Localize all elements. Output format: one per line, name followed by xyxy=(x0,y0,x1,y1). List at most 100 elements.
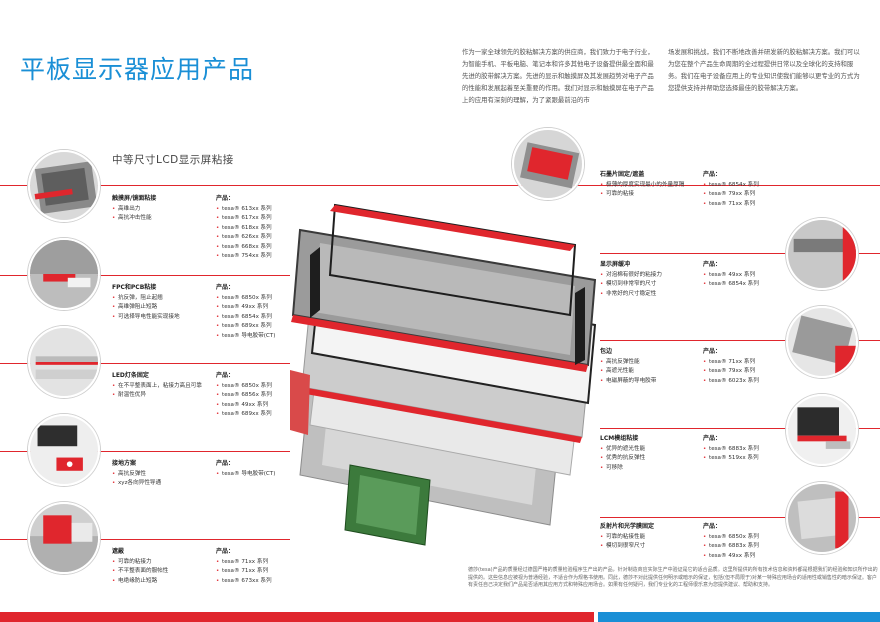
connector-line xyxy=(0,363,290,364)
fpc-pcb-features: FPC和PCB粘接 抗反弹，阻止起翘 高维弹阻止短路 可选择导电性能实现接地 xyxy=(112,283,207,322)
section-subtitle: 中等尺寸LCD显示屏粘接 xyxy=(112,154,234,166)
feature-item: 对泡棉有很好的粘接力 xyxy=(600,271,695,281)
led-strip-features: LED灯条固定 在不平整表面上，粘接力高且可靠 耐温性优异 xyxy=(112,371,207,401)
feature-item: 可选择导电性能实现接地 xyxy=(112,313,207,323)
product-item: tesa® 613xx 系列 xyxy=(216,205,296,215)
connector-line xyxy=(0,185,880,186)
feature-item: 电磁屏蔽的导电胶带 xyxy=(600,377,695,387)
feature-item: 抗反弹，阻止起翘 xyxy=(112,294,207,304)
disclaimer-footnote: 德莎(tesa)产品的质量经过德国严格的质量检验程序生产出的产品，针对制造商应实… xyxy=(468,567,878,588)
feature-item: 可靠的粘接性能 xyxy=(600,533,695,543)
bottom-blue-bar xyxy=(598,612,880,622)
lcm-module-features: LCM模组粘接 优异的遮光性能 优秀的抗反弹性 可移除 xyxy=(600,434,695,473)
product-item: tesa® 49xx 系列 xyxy=(703,271,783,281)
product-item: tesa® 79xx 系列 xyxy=(703,190,783,200)
feature-item: 耐温性优异 xyxy=(112,391,207,401)
connector-line xyxy=(600,428,880,429)
product-item: tesa® 6850x 系列 xyxy=(216,294,296,304)
feature-item: 高抗反弹性能 xyxy=(600,358,695,368)
fpc-pcb-detail-image xyxy=(28,238,100,310)
intro-paragraph-1: 作为一家全球领先的胶粘解决方案的供应商，我们致力于电子行业，为智能手机、平板电脑… xyxy=(462,48,654,104)
display-cushion-features: 显示屏缓冲 对泡棉有很好的粘接力 模切到非常窄的尺寸 非常好的尺寸稳定性 xyxy=(600,260,695,299)
product-item: tesa® 626xx 系列 xyxy=(216,233,296,243)
masking-products: 产品： tesa® 71xx 系列 tesa® 71xx 系列 tesa® 67… xyxy=(216,547,296,586)
product-item: tesa® 6854x 系列 xyxy=(703,181,783,191)
bottom-red-bar xyxy=(0,612,594,622)
product-item: tesa® 689xx 系列 xyxy=(216,410,296,420)
feature-item: 极薄的厚度实现最小的外量厚隔 xyxy=(600,181,695,191)
product-item: tesa® 618xx 系列 xyxy=(216,224,296,234)
edge-wrap-products: 产品： tesa® 71xx 系列 tesa® 79xx 系列 tesa® 60… xyxy=(703,347,783,386)
feature-item: 高抗冲击性能 xyxy=(112,214,207,224)
feature-item: 优秀的抗反弹性 xyxy=(600,454,695,464)
masking-detail-image xyxy=(28,502,100,574)
led-strip-products: 产品： tesa® 6850x 系列 tesa® 6856x 系列 tesa® … xyxy=(216,371,296,420)
feature-item: 可靠的粘接 xyxy=(600,190,695,200)
page-title: 平板显示器应用产品 xyxy=(20,55,255,84)
feature-item: 优异的遮光性能 xyxy=(600,445,695,455)
display-cushion-products: 产品： tesa® 49xx 系列 tesa® 6854x 系列 xyxy=(703,260,783,290)
grounding-features: 接地方案 高抗反弹性 xyz各向异性导通 xyxy=(112,459,207,489)
product-item: tesa® 519xx 系列 xyxy=(703,454,783,464)
reflector-film-products: 产品： tesa® 6850x 系列 tesa® 6883x 系列 tesa® … xyxy=(703,522,783,561)
connector-line xyxy=(600,253,880,254)
product-item: tesa® 6883x 系列 xyxy=(703,445,783,455)
feature-item: 高维弹阻止短路 xyxy=(112,303,207,313)
intro-paragraph-2: 场发展和挑战，我们不断地改善并研发新的胶粘解决方案。我们可以为您在整个产品生命周… xyxy=(668,48,860,92)
product-item: tesa® 6023x 系列 xyxy=(703,377,783,387)
product-item: tesa® 673xx 系列 xyxy=(216,577,296,587)
product-item: tesa® 71xx 系列 xyxy=(703,200,783,210)
edge-wrap-features: 包边 高抗反弹性能 高遮光性能 电磁屏蔽的导电胶带 xyxy=(600,347,695,386)
led-strip-detail-image xyxy=(28,326,100,398)
product-item: tesa® 71xx 系列 xyxy=(216,558,296,568)
feature-item: 可靠的粘接力 xyxy=(112,558,207,568)
product-item: tesa® 71xx 系列 xyxy=(703,358,783,368)
feature-item: 在不平整表面上，粘接力高且可靠 xyxy=(112,382,207,392)
masking-features: 遮蔽 可靠的粘接力 不平整表面的服帖性 电绝缘防止短路 xyxy=(112,547,207,586)
product-item: tesa® 754xx 系列 xyxy=(216,252,296,262)
product-item: tesa® 6856x 系列 xyxy=(216,391,296,401)
feature-item: 高抗反弹性 xyxy=(112,470,207,480)
touchscreen-products: 产品： tesa® 613xx 系列 tesa® 617xx 系列 tesa® … xyxy=(216,194,296,262)
product-item: tesa® 49xx 系列 xyxy=(703,552,783,562)
product-item: tesa® 617xx 系列 xyxy=(216,214,296,224)
graphite-detail-image xyxy=(512,128,584,200)
product-item: tesa® 79xx 系列 xyxy=(703,367,783,377)
product-item: tesa® 导电胶带(CT) xyxy=(216,332,296,342)
graphite-products: 产品： tesa® 6854x 系列 tesa® 79xx 系列 tesa® 7… xyxy=(703,170,783,209)
connector-line xyxy=(0,539,290,540)
edge-wrap-detail-image xyxy=(786,306,858,378)
product-item: tesa® 6854x 系列 xyxy=(703,280,783,290)
grounding-products: 产品： tesa® 导电胶带(CT) xyxy=(216,459,296,479)
product-item: tesa® 689xx 系列 xyxy=(216,322,296,332)
feature-item: 模切到非常窄的尺寸 xyxy=(600,280,695,290)
product-item: tesa® 6854x 系列 xyxy=(216,313,296,323)
lcm-module-detail-image xyxy=(786,394,858,466)
product-item: tesa® 49xx 系列 xyxy=(216,401,296,411)
fpc-pcb-products: 产品： tesa® 6850x 系列 tesa® 49xx 系列 tesa® 6… xyxy=(216,283,296,341)
feature-item: 非常好的尺寸稳定性 xyxy=(600,290,695,300)
feature-item: 电绝缘防止短路 xyxy=(112,577,207,587)
connector-line xyxy=(600,517,880,518)
grounding-detail-image xyxy=(28,414,100,486)
product-item: tesa® 6850x 系列 xyxy=(216,382,296,392)
connector-line xyxy=(600,340,880,341)
feature-item: 模切到很窄尺寸 xyxy=(600,542,695,552)
touchscreen-detail-image xyxy=(28,150,100,222)
feature-item: 高维出力 xyxy=(112,205,207,215)
product-item: tesa® 71xx 系列 xyxy=(216,567,296,577)
feature-item: 不平整表面的服帖性 xyxy=(112,567,207,577)
display-cushion-detail-image xyxy=(786,218,858,290)
product-item: tesa® 6850x 系列 xyxy=(703,533,783,543)
product-item: tesa® 49xx 系列 xyxy=(216,303,296,313)
feature-item: 可移除 xyxy=(600,464,695,474)
product-item: tesa® 导电胶带(CT) xyxy=(216,470,296,480)
feature-item: 高遮光性能 xyxy=(600,367,695,377)
connector-line xyxy=(0,275,290,276)
feature-item: xyz各向异性导通 xyxy=(112,479,207,489)
product-item: tesa® 668xx 系列 xyxy=(216,243,296,253)
connector-line xyxy=(0,451,290,452)
reflector-film-detail-image xyxy=(786,482,858,554)
graphite-features: 石墨片固定/遮盖 极薄的厚度实现最小的外量厚隔 可靠的粘接 xyxy=(600,170,695,200)
lcd-exploded-view xyxy=(290,175,620,555)
